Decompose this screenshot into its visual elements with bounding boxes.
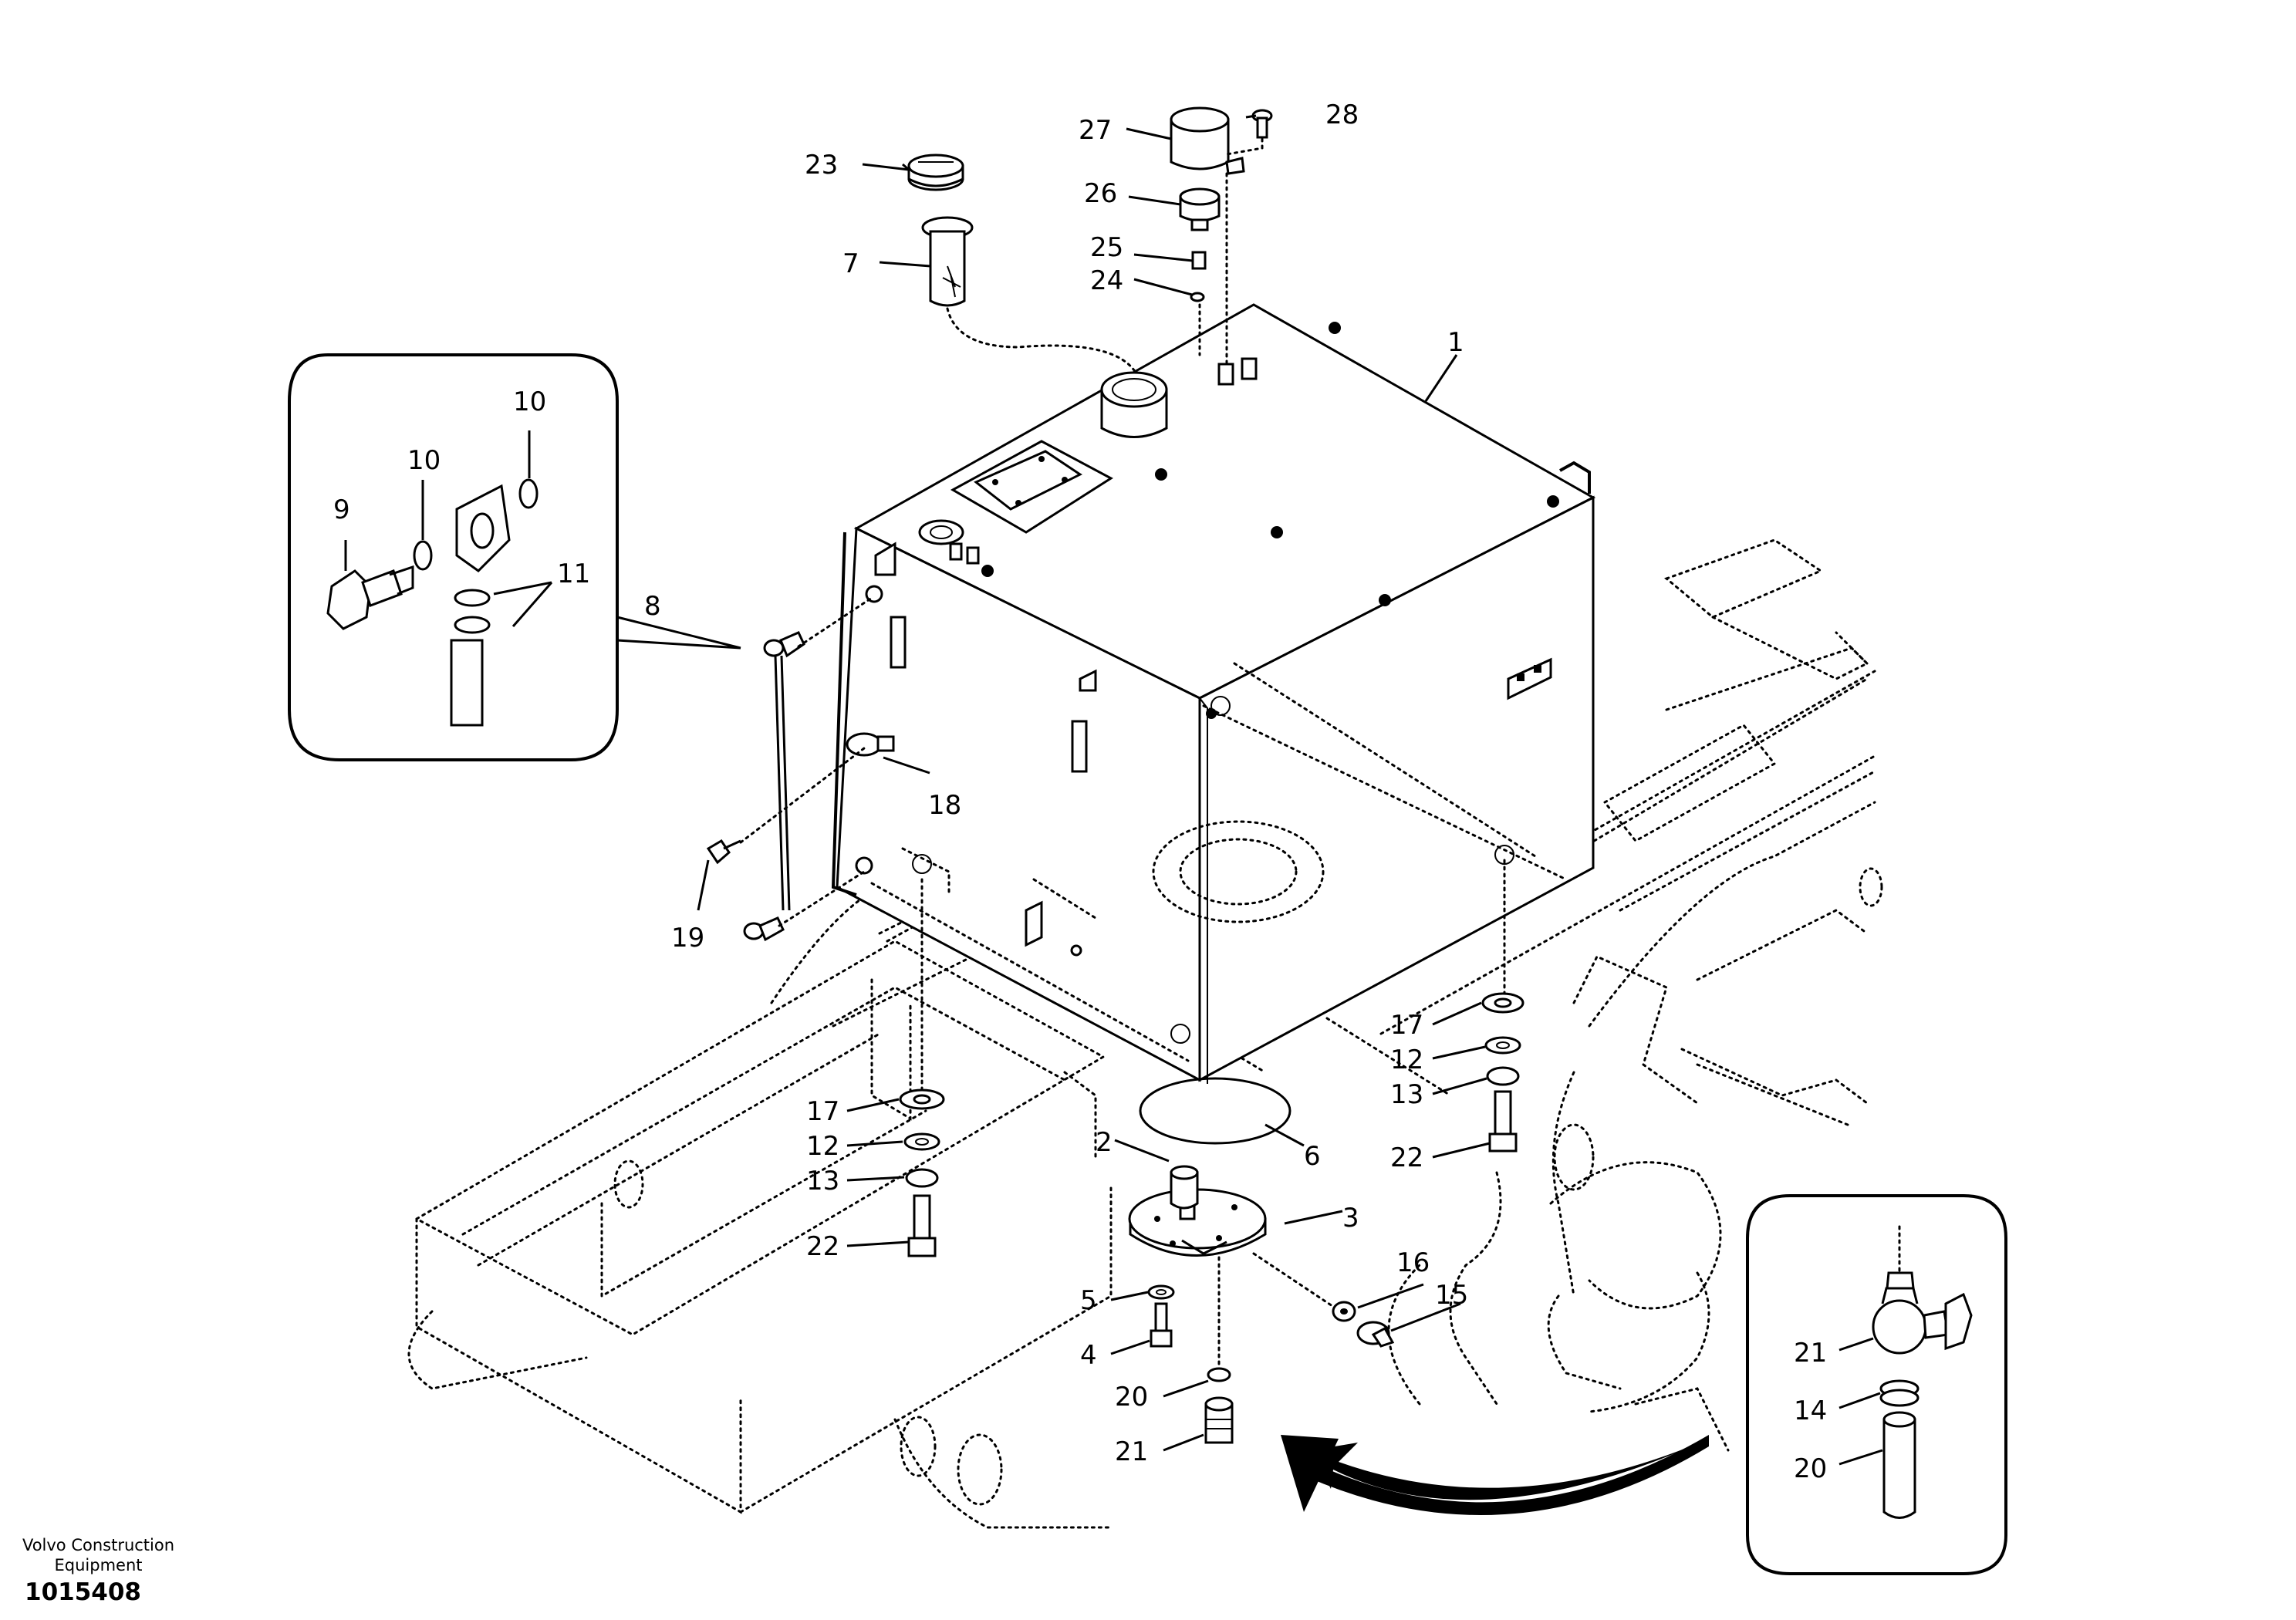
nut-icon [1486, 1066, 1520, 1086]
filler-cap-icon [907, 154, 964, 191]
filter-icon [1179, 187, 1221, 231]
inspection-cover-icon [950, 440, 1113, 534]
callout-5: 5 [1080, 1285, 1097, 1316]
callout-16: 16 [1396, 1247, 1430, 1278]
document-number: 1015408 [25, 1578, 141, 1606]
clip-bolt-icon [706, 839, 741, 865]
callout-11: 11 [557, 559, 590, 589]
callout-7: 7 [842, 248, 859, 279]
brand-line-1: Volvo Construction [22, 1536, 175, 1554]
strainer-icon [921, 216, 974, 307]
callout-10b: 10 [513, 386, 546, 417]
callout-26: 26 [1084, 178, 1117, 209]
callout-22-right: 22 [1390, 1142, 1423, 1173]
banjo-fitting-icon [455, 484, 511, 572]
spring-washer-icon [899, 1088, 945, 1110]
callout-28: 28 [1325, 100, 1359, 130]
leader-lines [697, 114, 1491, 1452]
callout-27: 27 [1079, 115, 1112, 146]
callout-25: 25 [1090, 232, 1123, 263]
drain-valve-icon [1204, 1396, 1234, 1444]
level-gauge-icon [743, 631, 805, 942]
callout-13-right: 13 [1390, 1079, 1423, 1110]
callout-21-inset: 21 [1794, 1338, 1827, 1369]
inset-detail-left [288, 353, 741, 761]
washer-icon [1484, 1036, 1521, 1055]
spring-washer-icon [1481, 992, 1524, 1014]
callout-15: 15 [1435, 1280, 1468, 1311]
banjo-bolt-icon [326, 565, 414, 630]
brand-caption: Volvo Construction Equipment [15, 1535, 181, 1575]
pipe-icon [1170, 1165, 1199, 1210]
callout-18: 18 [928, 790, 961, 821]
callout-20-main: 20 [1115, 1382, 1148, 1412]
drain-valve-icon [1872, 1225, 1973, 1355]
callout-1: 1 [1447, 327, 1464, 358]
rotation-arrow-icon [1312, 1439, 1709, 1500]
o-ring-icon [518, 478, 539, 509]
callout-3: 3 [1342, 1203, 1359, 1234]
callout-2: 2 [1096, 1127, 1113, 1158]
o-ring-icon [413, 540, 433, 571]
callout-14: 14 [1794, 1396, 1827, 1426]
callout-9: 9 [333, 494, 350, 525]
drain-hose-icon [1882, 1411, 1916, 1519]
callout-17-left: 17 [806, 1096, 839, 1127]
callout-19: 19 [671, 923, 704, 953]
callout-4: 4 [1080, 1340, 1097, 1371]
callout-12-left: 12 [806, 1131, 839, 1162]
nut-icon [905, 1168, 939, 1188]
mount-bolt-icon [1488, 1090, 1518, 1153]
screw-icon [1251, 109, 1273, 139]
brand-line-2: Equipment [54, 1556, 143, 1574]
sensor-port-icon [918, 357, 1258, 565]
hose-icon [450, 639, 484, 727]
gasket-ring-icon [1139, 1077, 1292, 1145]
o-ring-icon [454, 589, 491, 607]
flange-bolt-icon [1150, 1302, 1173, 1348]
callout-10a: 10 [407, 445, 441, 476]
nipple-icon [1191, 251, 1207, 270]
callout-17-right: 17 [1390, 1010, 1423, 1041]
callout-23: 23 [805, 150, 838, 181]
tank-handle-icon [1507, 657, 1552, 700]
callout-6: 6 [1304, 1141, 1321, 1172]
washer-icon [1207, 1367, 1231, 1382]
callout-24: 24 [1090, 265, 1123, 296]
callout-12-right: 12 [1390, 1045, 1423, 1075]
callout-22-left: 22 [806, 1231, 839, 1262]
fuel-tank-icon [831, 303, 1596, 1084]
callout-13-left: 13 [806, 1166, 839, 1196]
washer-icon [1190, 292, 1205, 302]
washer-icon [1147, 1284, 1175, 1300]
plug-icon [1356, 1321, 1395, 1348]
callout-20-inset: 20 [1794, 1453, 1827, 1484]
washer-icon [903, 1132, 940, 1151]
filler-neck-icon [1100, 371, 1168, 438]
mount-bolt-icon [907, 1194, 937, 1257]
hose-bracket-icon [846, 732, 895, 757]
callout-21-main: 21 [1115, 1436, 1148, 1467]
o-ring-icon [454, 616, 491, 634]
callout-8: 8 [644, 591, 661, 622]
callout-labels: 1 2 3 4 5 6 7 8 9 10 10 11 12 12 13 13 1… [333, 100, 1827, 1484]
inset-detail-right [1746, 1194, 2007, 1575]
electric-fuel-pump-icon [1170, 106, 1245, 175]
